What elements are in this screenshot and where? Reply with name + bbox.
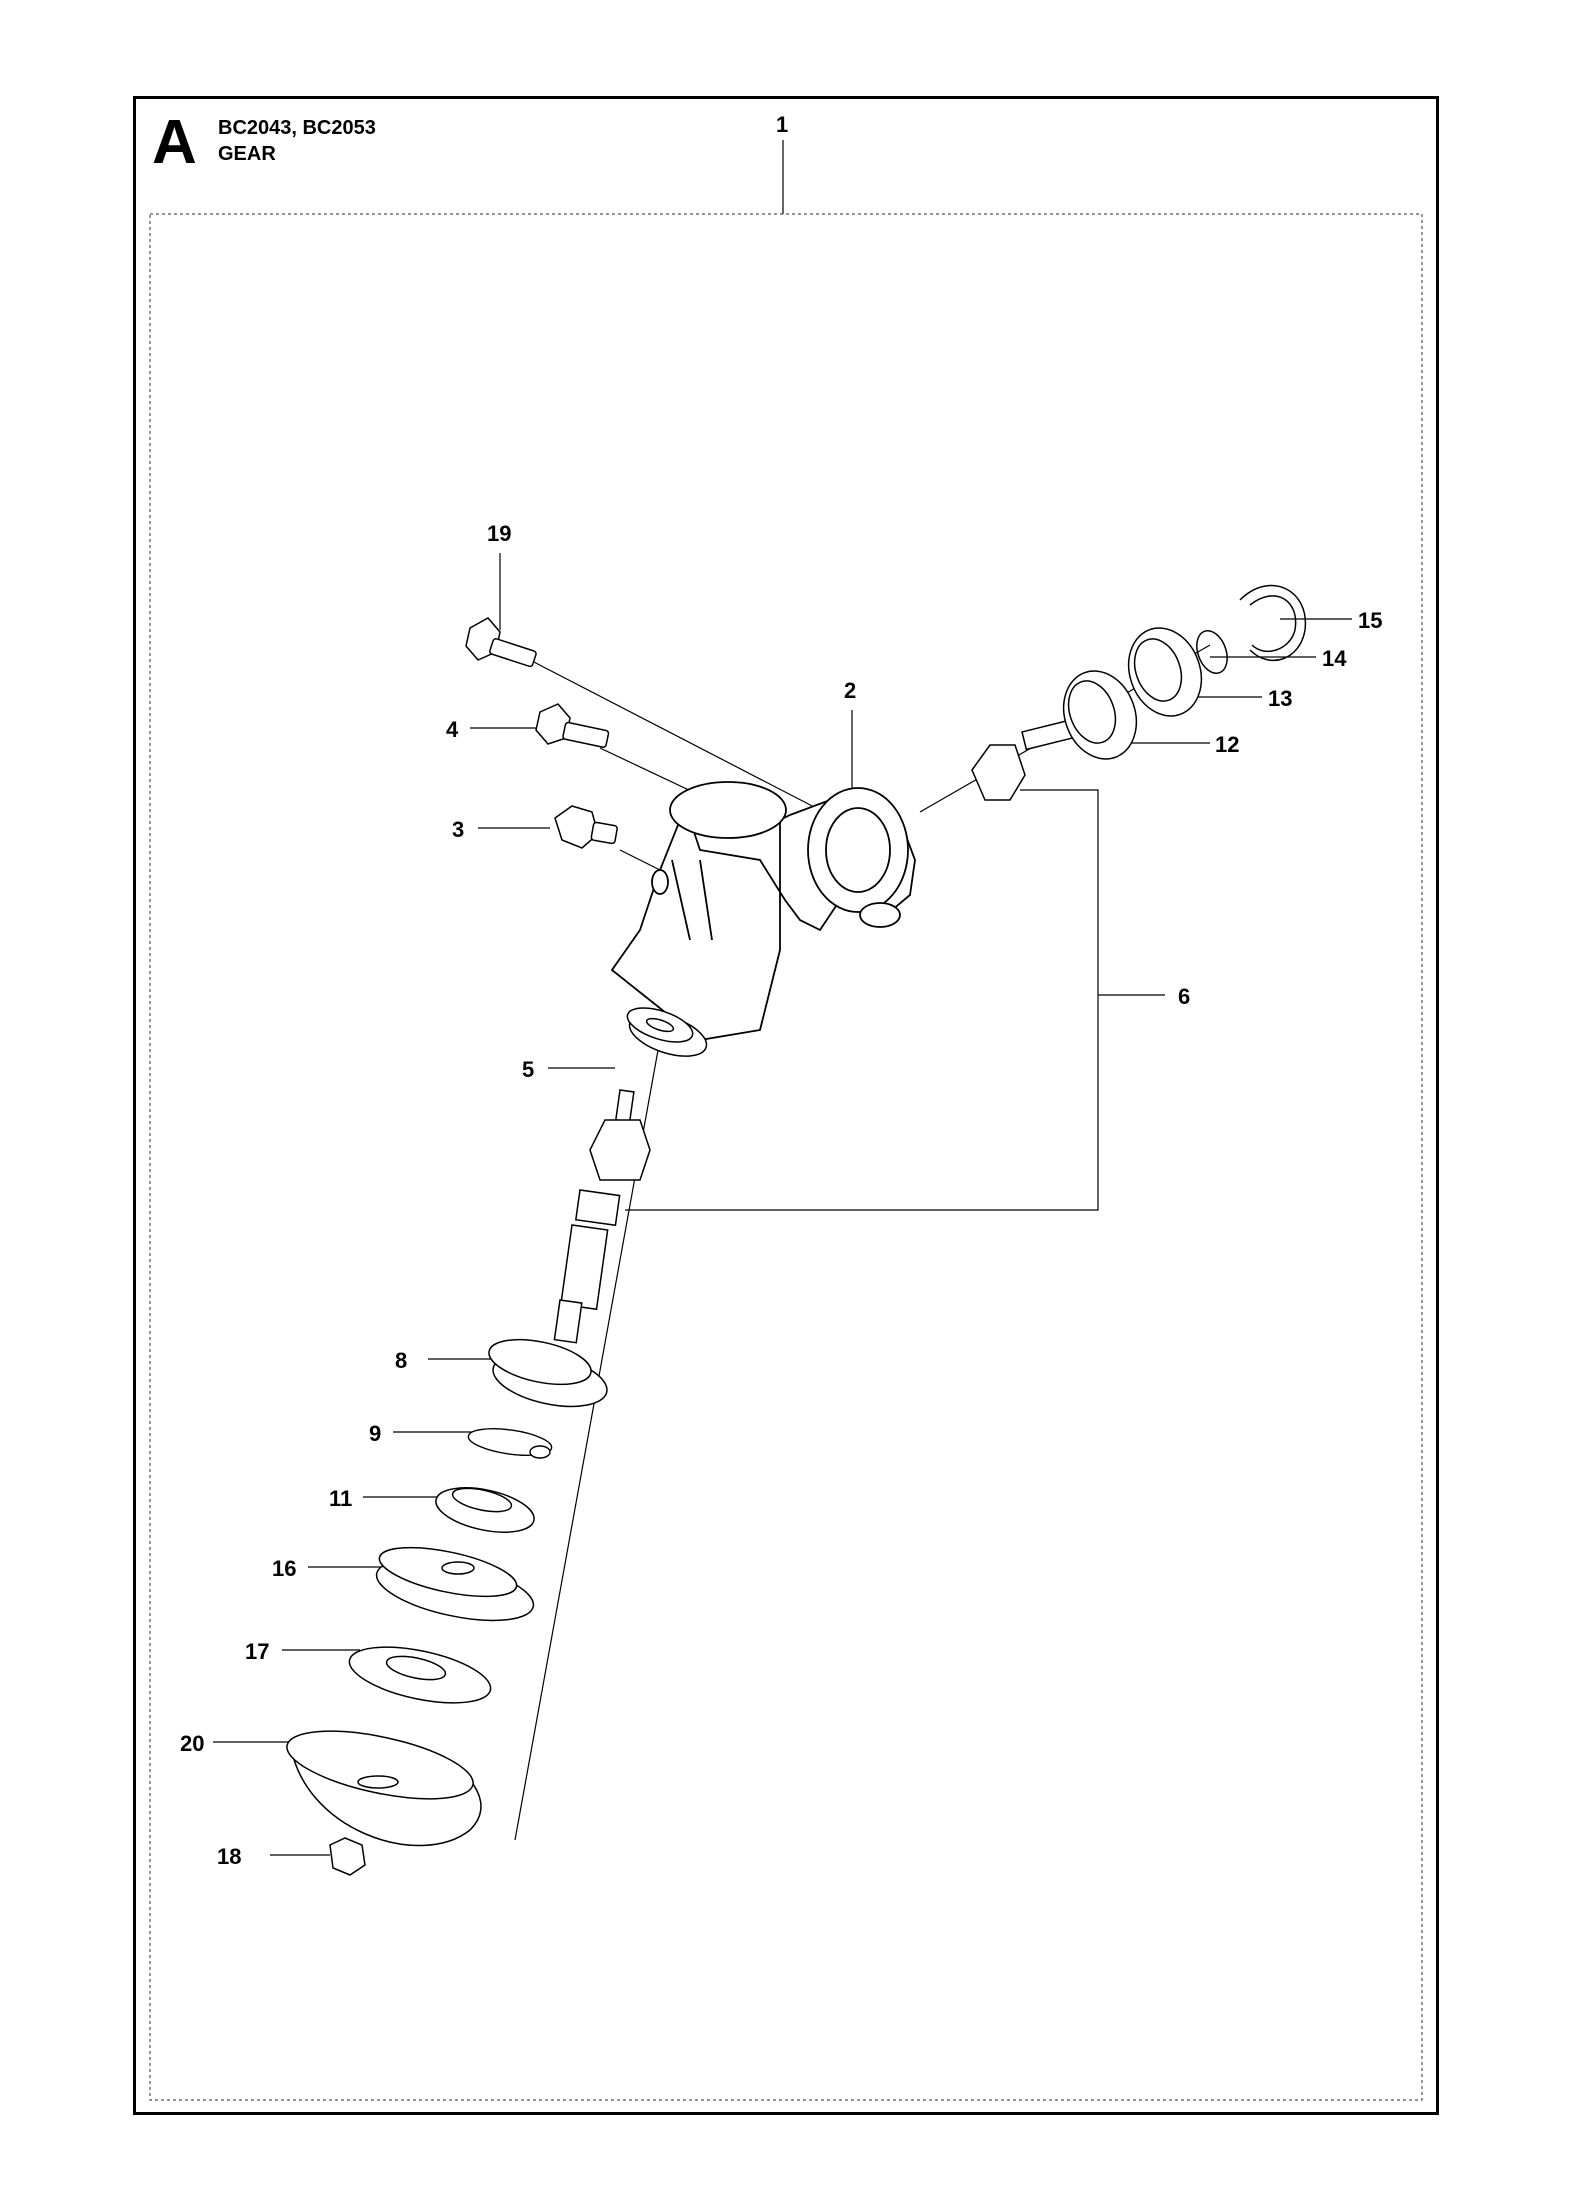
callout-5: 5 xyxy=(522,1057,534,1082)
callout-11: 11 xyxy=(329,1486,352,1511)
callout-4: 4 xyxy=(446,717,459,742)
part-19-bolt xyxy=(465,617,537,668)
part-18-nut xyxy=(329,1837,366,1876)
part-20-guard xyxy=(286,1730,482,1847)
part-17-support xyxy=(348,1646,492,1704)
callout-9: 9 xyxy=(369,1421,381,1446)
diagram-title: GEAR xyxy=(218,143,276,165)
part-6-gear-shaft xyxy=(553,1089,651,1344)
callout-14: 14 xyxy=(1322,646,1347,671)
callout-6-bracket xyxy=(625,789,1165,1211)
part-16-holder xyxy=(375,1546,535,1622)
part-5-bearing xyxy=(626,1007,708,1057)
callout-15: 15 xyxy=(1358,608,1382,633)
callout-19: 19 xyxy=(487,521,511,546)
leader-lines xyxy=(213,553,1352,1856)
section-letter: A xyxy=(152,108,197,177)
callout-20: 20 xyxy=(180,1731,204,1756)
part-11-ring xyxy=(435,1487,535,1533)
callout-17: 17 xyxy=(245,1639,269,1664)
part-12-bevel-gear xyxy=(971,718,1076,801)
part-2-gear-housing xyxy=(610,781,916,1041)
callout-13: 13 xyxy=(1268,686,1292,711)
part-8-bearing xyxy=(488,1338,608,1408)
model-numbers: BC2043, BC2053 xyxy=(218,117,376,139)
part-9-washer xyxy=(467,1428,553,1459)
callout-12: 12 xyxy=(1215,732,1239,757)
callout-1: 1 xyxy=(776,112,788,137)
part-3-plug xyxy=(554,805,618,849)
part-4-bolt xyxy=(535,703,610,748)
callout-8: 8 xyxy=(395,1348,407,1373)
assembly-boundary xyxy=(149,213,1423,2101)
callout-6: 6 xyxy=(1178,984,1190,1009)
callout-16: 16 xyxy=(272,1556,296,1581)
part-14-snap-ring xyxy=(1196,630,1228,674)
part-13-bearing xyxy=(1062,627,1203,760)
callout-2: 2 xyxy=(844,678,856,703)
callout-18: 18 xyxy=(217,1844,241,1869)
part-15-circlip xyxy=(1239,584,1307,661)
diagram-frame xyxy=(133,96,1439,2115)
callout-3: 3 xyxy=(452,817,464,842)
